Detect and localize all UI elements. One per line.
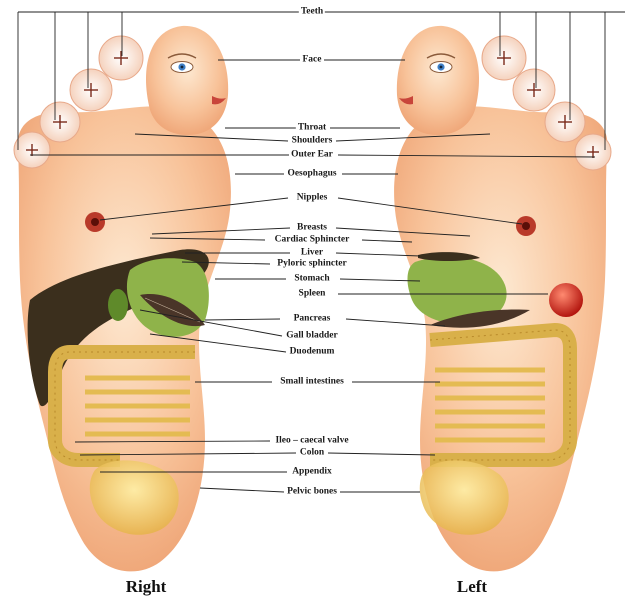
label-liver: Liver bbox=[299, 248, 325, 259]
label-nipples: Nipples bbox=[295, 193, 330, 204]
leader-line bbox=[328, 453, 435, 455]
label-small-intestines: Small intestines bbox=[278, 377, 346, 388]
label-stomach: Stomach bbox=[292, 274, 331, 285]
label-face: Face bbox=[301, 55, 324, 66]
right-big-toe bbox=[146, 26, 228, 135]
right-foot-label: Right bbox=[126, 577, 167, 597]
label-duodenum: Duodenum bbox=[288, 347, 337, 358]
label-pelvic-bones: Pelvic bones bbox=[285, 487, 339, 498]
left-spleen bbox=[549, 283, 583, 317]
left-big-toe bbox=[397, 26, 479, 135]
label-pyloric-sphincter: Pyloric sphincter bbox=[275, 259, 348, 270]
label-spleen: Spleen bbox=[297, 289, 328, 300]
right-foot bbox=[14, 26, 231, 572]
label-appendix: Appendix bbox=[290, 467, 334, 478]
left-foot bbox=[394, 26, 611, 572]
label-outer-ear: Outer Ear bbox=[289, 150, 335, 161]
label-ileo-caecal-valve: Ileo – caecal valve bbox=[273, 436, 350, 447]
label-gall-bladder: Gall bladder bbox=[284, 331, 339, 342]
label-breasts: Breasts bbox=[295, 223, 329, 234]
label-cardiac-sphincter: Cardiac Sphincter bbox=[273, 235, 352, 246]
label-pancreas: Pancreas bbox=[292, 314, 333, 325]
leader-line bbox=[205, 319, 280, 320]
label-shoulders: Shoulders bbox=[290, 136, 335, 147]
label-oesophagus: Oesophagus bbox=[285, 169, 338, 180]
label-colon: Colon bbox=[298, 448, 326, 459]
right-gall-bladder bbox=[108, 289, 128, 321]
label-teeth: Teeth bbox=[299, 7, 325, 18]
leader-line bbox=[200, 488, 284, 492]
label-throat: Throat bbox=[296, 123, 328, 134]
left-foot-label: Left bbox=[457, 577, 487, 597]
